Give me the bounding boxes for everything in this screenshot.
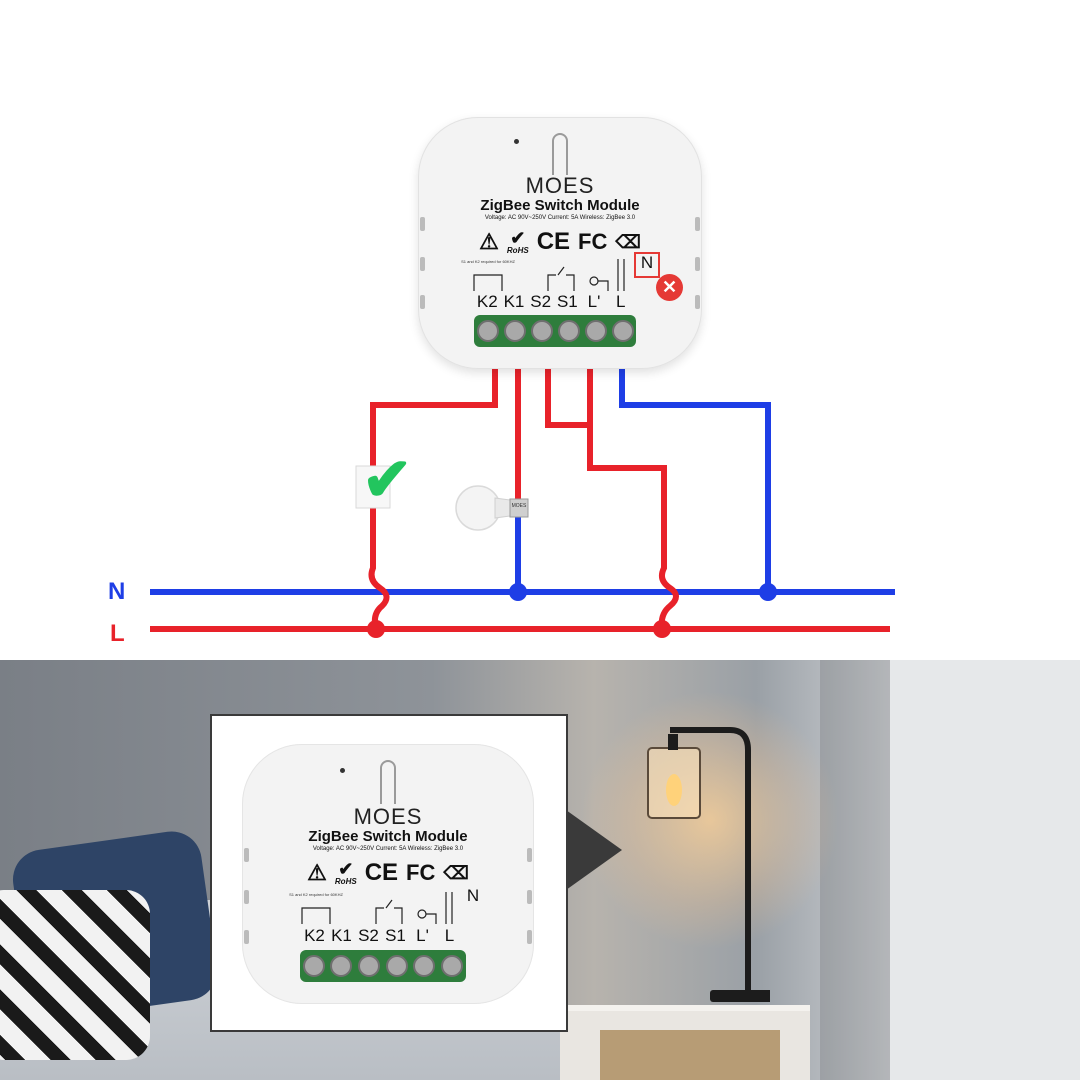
led-dot bbox=[514, 139, 519, 144]
warning-icon: ⚠ bbox=[307, 860, 327, 885]
zigbee-module-diagram: MOES ZigBee Switch Module Voltage: AC 90… bbox=[418, 117, 702, 369]
module-title: ZigBee Switch Module bbox=[480, 197, 640, 214]
junction-dot bbox=[759, 583, 777, 601]
terminal-label-s1: S1 bbox=[385, 926, 406, 945]
circuit-symbols bbox=[473, 259, 625, 291]
vent-slot bbox=[695, 257, 700, 271]
nightstand-drawer bbox=[600, 1030, 780, 1080]
terminal-label-l-out: L' bbox=[416, 926, 429, 945]
terminal-screw bbox=[557, 320, 580, 342]
terminal-label-s2: S2 bbox=[358, 926, 379, 945]
brand-logo: MOES bbox=[353, 804, 423, 829]
module-callout-card: MOES ZigBee Switch Module Voltage: AC 90… bbox=[212, 716, 566, 1030]
certification-row: ⚠ ✔ RoHS CE FC ⌫ bbox=[242, 858, 534, 888]
terminal-screw bbox=[413, 955, 436, 977]
error-cross-icon: ✕ bbox=[656, 274, 683, 301]
lamp-glow bbox=[580, 690, 840, 950]
junction-dot bbox=[367, 620, 385, 638]
terminal-screw bbox=[503, 320, 526, 342]
terminal-label-l-in: L bbox=[615, 292, 626, 311]
weee-bin-icon: ⌫ bbox=[443, 862, 469, 883]
vent-slot bbox=[527, 890, 532, 904]
vent-slot bbox=[695, 217, 700, 231]
terminal-label-s2: S2 bbox=[530, 292, 552, 311]
rohs-label: RoHS bbox=[334, 876, 357, 886]
k2-wire bbox=[368, 368, 498, 630]
pillow-pattern bbox=[0, 890, 150, 1060]
terminal-labels: K2 K1 S2 S1 L' L bbox=[300, 926, 464, 946]
light-bulb-icon bbox=[455, 485, 529, 531]
terminal-screw bbox=[358, 955, 381, 977]
junction-dot bbox=[509, 583, 527, 601]
module-spec: Voltage: AC 90V~250V Current: 5A Wireles… bbox=[312, 846, 464, 852]
neutral-terminal-label: N bbox=[640, 253, 654, 272]
live-label: L bbox=[110, 620, 125, 647]
rohs-check-icon: ✔ bbox=[338, 858, 354, 879]
neutral-return-wire bbox=[619, 368, 771, 592]
terminal-screw bbox=[441, 955, 464, 977]
led-dot bbox=[340, 768, 345, 773]
terminal-label-l-out: L' bbox=[587, 292, 601, 311]
vent-slot bbox=[244, 848, 249, 862]
terminal-screw bbox=[330, 955, 353, 977]
terminal-label-l-in: L bbox=[444, 926, 455, 945]
module-spec: Voltage: AC 90V~250V Current: 5A Wireles… bbox=[484, 215, 636, 221]
wall-switch-icon bbox=[355, 465, 391, 509]
module-title: ZigBee Switch Module bbox=[308, 828, 468, 845]
terminal-label-k2: K2 bbox=[304, 926, 325, 945]
vent-slot bbox=[244, 890, 249, 904]
weee-bin-icon: ⌫ bbox=[615, 231, 641, 252]
warning-icon: ⚠ bbox=[479, 229, 499, 254]
rohs-check-icon: ✔ bbox=[510, 227, 526, 248]
terminal-screw bbox=[476, 320, 499, 342]
terminal-label-s1: S1 bbox=[556, 292, 578, 311]
fc-mark: FC bbox=[578, 229, 608, 254]
table-lamp-icon bbox=[647, 727, 770, 1002]
callout-pointer-icon bbox=[566, 810, 622, 890]
terminal-note: S1 and K2 required for 60KHZ bbox=[289, 892, 343, 897]
terminal-label-k2: K2 bbox=[476, 292, 498, 311]
vent-slot bbox=[695, 295, 700, 309]
antenna-slot-icon bbox=[552, 133, 568, 175]
neutral-label: N bbox=[108, 578, 126, 605]
junction-dot bbox=[653, 620, 671, 638]
s1-s2-wire bbox=[545, 368, 679, 630]
rohs-label: RoHS bbox=[506, 245, 529, 255]
vent-slot bbox=[420, 257, 425, 271]
terminal-screw bbox=[530, 320, 553, 342]
vent-slot bbox=[420, 217, 425, 231]
terminal-label-k1: K1 bbox=[503, 292, 525, 311]
terminal-note: S1 and K2 required for 60KHZ bbox=[461, 259, 515, 264]
wiring-diagram bbox=[150, 368, 895, 638]
check-icon: ✔ bbox=[362, 446, 413, 513]
terminal-labels: K2 K1 S2 S1 L' L bbox=[474, 292, 634, 312]
neutral-terminal-label: N bbox=[466, 886, 480, 905]
wall-panel bbox=[820, 660, 890, 1080]
vent-slot bbox=[527, 848, 532, 862]
terminal-screw bbox=[584, 320, 607, 342]
terminal-block bbox=[300, 950, 466, 982]
wall-panel bbox=[890, 660, 1080, 1080]
zigbee-module-photo: MOES ZigBee Switch Module Voltage: AC 90… bbox=[242, 744, 534, 1004]
ce-mark: CE bbox=[364, 859, 399, 886]
rohs-mark: ✔ RoHS bbox=[334, 858, 357, 886]
certification-row: ⚠ ✔ RoHS CE FC ⌫ bbox=[418, 227, 702, 257]
terminal-screw bbox=[385, 955, 408, 977]
neutral-terminal-box bbox=[634, 252, 660, 278]
bulb-label: MOES bbox=[511, 503, 527, 509]
fc-mark: FC bbox=[406, 860, 436, 885]
ce-mark: CE bbox=[536, 228, 571, 255]
vent-slot bbox=[244, 930, 249, 944]
brand-logo: MOES bbox=[525, 173, 595, 198]
vent-slot bbox=[420, 295, 425, 309]
circuit-symbols bbox=[301, 892, 453, 924]
terminal-label-k1: K1 bbox=[331, 926, 352, 945]
terminal-block bbox=[474, 315, 636, 347]
vent-slot bbox=[527, 930, 532, 944]
terminal-screw bbox=[302, 955, 325, 977]
antenna-slot-icon bbox=[380, 760, 396, 804]
rohs-mark: ✔ RoHS bbox=[506, 227, 529, 255]
terminal-screw bbox=[611, 320, 634, 342]
